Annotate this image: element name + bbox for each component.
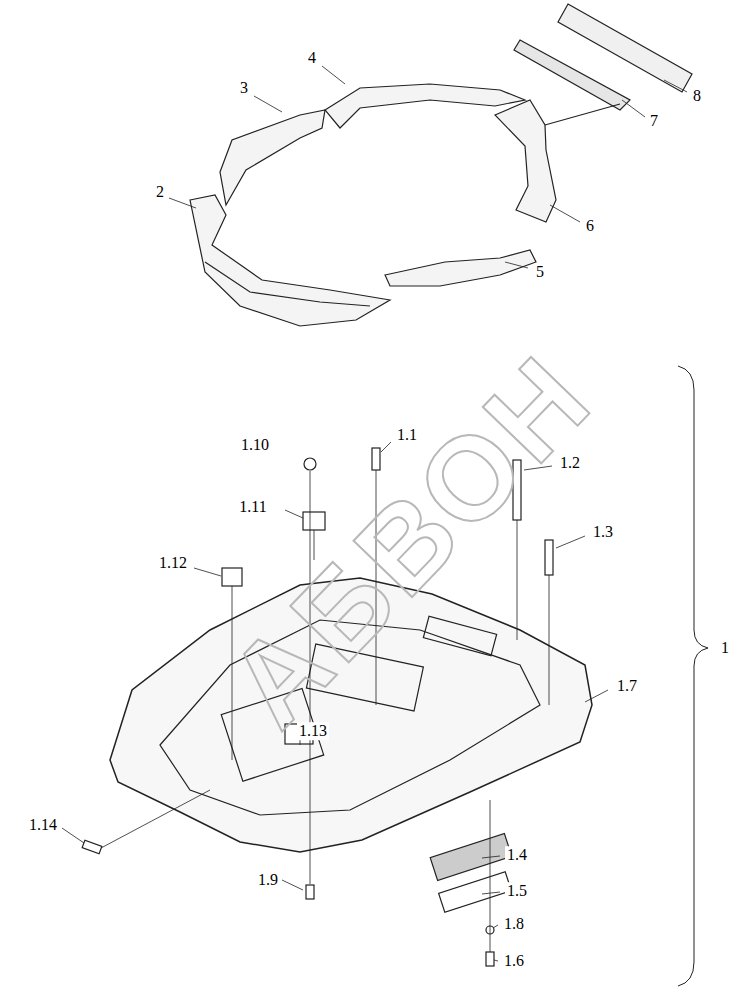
stud [372,448,380,470]
group-bracket [678,366,708,986]
callout-number: 5 [534,263,546,281]
callout-number: 1.14 [27,816,59,834]
bracket [303,512,325,530]
callout-number: 1.4 [505,846,529,864]
clip [82,840,102,854]
trim-piece [495,100,556,222]
bolt [306,885,314,899]
screw [486,952,494,966]
trim-piece [558,4,692,92]
callout-number: 1.12 [157,554,189,572]
cover [439,872,512,913]
trim-piece [220,110,325,205]
callout-number: 1.3 [591,523,615,541]
callout-number: 7 [648,112,660,130]
callout-number: 1.10 [239,436,271,454]
callout-number: 1.5 [505,882,529,900]
callout-number: 6 [584,217,596,235]
leader-line [545,104,620,125]
callout-number: 2 [154,183,166,201]
callout-number: 1.11 [237,498,268,516]
callout-number: 8 [691,87,703,105]
stud [545,540,553,575]
callout-number: 1.6 [502,952,526,970]
trim-piece [385,250,536,286]
nut [304,458,316,470]
callout-number: 1.8 [502,915,526,933]
trim-detail [205,262,370,306]
trim-piece [190,195,390,326]
callout-number: 4 [306,49,318,67]
leader-lines [62,66,687,961]
panel [423,616,496,655]
callout-number: 1.7 [615,677,639,695]
callout-number: 3 [238,79,250,97]
callout-number: 1.9 [256,871,280,889]
trim-piece [325,84,525,128]
callout-number: 1 [719,639,731,657]
bracket-plate [222,568,242,586]
